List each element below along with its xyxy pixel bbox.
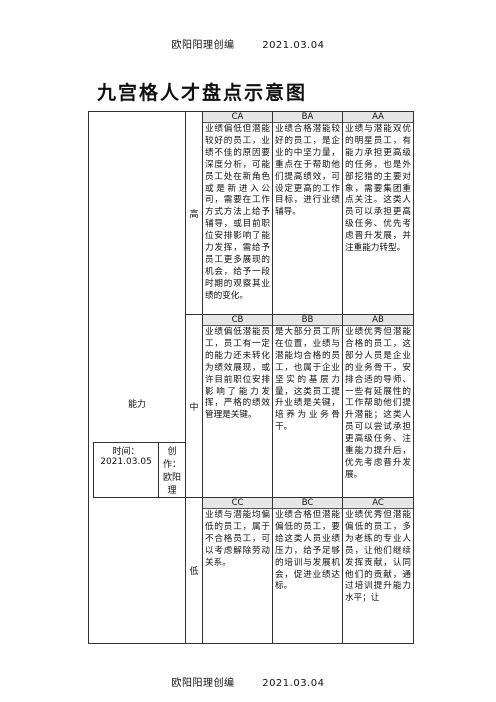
- level-middle-label: 中: [189, 402, 199, 413]
- cell-code: BA: [273, 112, 342, 123]
- footer-date: 2021.03.04: [262, 678, 325, 689]
- cell-desc: 业绩优秀但潜能合格的员工，这部分人员是企业的业务骨干，安排合适的导师、一些有延展…: [345, 327, 411, 480]
- cell-code: CC: [203, 498, 272, 509]
- cell-code: BC: [273, 498, 342, 509]
- cell-desc: 业绩优秀但潜能偏低的员工，多为老练的专业人员，让他们继续发挥贡献，认同他们的贡献…: [345, 510, 411, 604]
- header-date: 2021.03.04: [262, 40, 325, 51]
- level-middle: 中: [185, 314, 203, 498]
- level-high-label: 高: [189, 209, 199, 220]
- header-author: 欧阳阳理创编: [171, 40, 235, 51]
- info-box: 时间： 2021.03.05 创作： 欧阳理: [93, 442, 186, 498]
- cell-desc: 业绩偏低潜能员工，员工有一定的能力还未转化为绩效展现，或许目前职位安排影响了能力…: [205, 327, 270, 421]
- footer-author: 欧阳阳理创编: [171, 678, 235, 689]
- page-header: 欧阳阳理创编 2021.03.04: [0, 36, 496, 51]
- cell-desc: 业绩与潜能双优的明星员工，有能力承担更高级的任务，也是外部挖猎的主要对象，需要集…: [345, 124, 411, 254]
- level-low: 低: [185, 497, 203, 644]
- cell-code: AC: [343, 498, 413, 509]
- cell-code: AA: [343, 112, 413, 123]
- author-label: 创作：: [162, 447, 181, 470]
- author-value: 欧阳理: [162, 473, 181, 496]
- cell-code: BB: [273, 315, 342, 326]
- page-title: 九宫格人才盘点示意图: [97, 82, 308, 104]
- axis-label: 能力: [127, 400, 146, 410]
- level-high: 高: [185, 111, 203, 315]
- cell-code: CA: [203, 112, 272, 123]
- cell-code: AB: [343, 315, 413, 326]
- level-low-label: 低: [189, 567, 199, 577]
- author-cell: 创作： 欧阳理: [158, 442, 186, 498]
- cell-desc: 业绩与潜能均偏低的员工，属于不合格员工，可以考虑解除劳动关系。: [205, 510, 270, 568]
- cell-desc: 业绩合格但潜能偏低的员工，要给这类人员业绩压力，给予足够的培训与发展机会，促进业…: [275, 510, 340, 592]
- time-value: 2021.03.05: [100, 457, 152, 467]
- cell-desc: 是大部分员工所在位置，业绩与潜能均合格的员工，也属于企业坚实的基层力量，这类员工…: [275, 327, 340, 433]
- page-footer: 欧阳阳理创编 2021.03.04: [0, 674, 496, 689]
- cell-code: CB: [203, 315, 272, 326]
- cell-desc: 业绩合格潜能较好的员工，是企业的中坚力量，重点在于帮助他们提高绩效，可设定更高的…: [275, 124, 340, 218]
- cell-desc: 业绩偏低但潜能较好的员工，业绩不佳的原因要深度分析，可能员工处在新角色或是新进入…: [205, 124, 270, 301]
- time-label: 时间：: [112, 447, 140, 457]
- axis-label-cell: 能力: [88, 111, 186, 644]
- time-cell: 时间： 2021.03.05: [93, 442, 159, 498]
